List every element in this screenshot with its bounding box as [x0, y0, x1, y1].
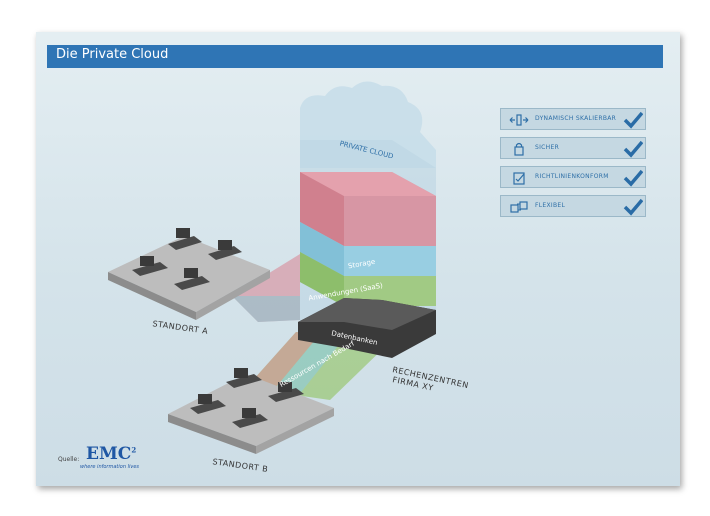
emc-logo-sup: 2 — [131, 445, 137, 455]
feature-label: RICHTLINIENKONFORM — [535, 173, 609, 180]
swap-boxes-icon — [510, 201, 528, 213]
standort-a-label: STANDORT A — [152, 319, 209, 336]
feature-label: FLEXIBEL — [535, 202, 566, 209]
feature-item-flexible: FLEXIBEL — [500, 195, 646, 217]
emc-tagline: where information lives — [80, 464, 140, 470]
feature-item-compliant: RICHTLINIENKONFORM — [500, 166, 646, 188]
source-label: Quelle: — [58, 456, 80, 463]
page-title: Die Private Cloud — [56, 47, 169, 62]
feature-label: DYNAMISCH SKALIERBAR — [535, 115, 617, 122]
lock-icon — [514, 142, 524, 156]
standort-b-label: STANDORT B — [212, 457, 269, 474]
feature-item-secure: SICHER — [500, 137, 646, 159]
checkmark-icon — [623, 169, 643, 187]
checkmark-icon — [623, 198, 643, 216]
clipboard-check-icon — [513, 172, 525, 185]
checkmark-icon — [623, 111, 643, 129]
title-bar — [47, 45, 663, 68]
emc-logo: EMC2 — [86, 444, 136, 464]
checkmark-icon — [623, 140, 643, 158]
feature-item-scalable: DYNAMISCH SKALIERBAR — [500, 108, 646, 130]
feature-label: SICHER — [535, 144, 560, 151]
emc-logo-text: EMC — [86, 444, 132, 464]
resize-arrows-icon — [509, 114, 529, 126]
